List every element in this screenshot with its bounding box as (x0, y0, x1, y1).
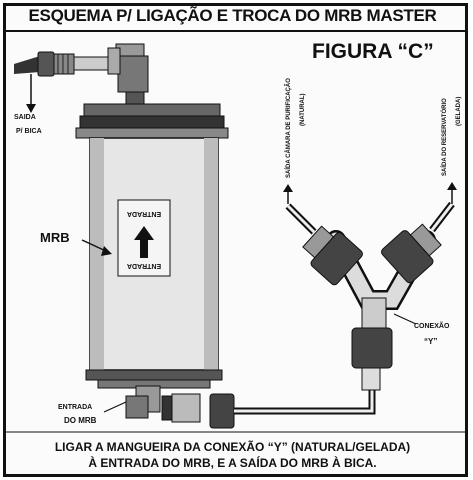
conexao-pointer (393, 313, 417, 325)
canister-arrow-text-bottom: ENTRADA (126, 262, 162, 269)
entrada-label: ENTRADA (58, 404, 93, 411)
bica-label: P/ BICA (16, 128, 42, 135)
inlet-elbow-fitting (125, 385, 235, 429)
y-right-nut (381, 223, 442, 284)
gelada-label: (GELADA) (456, 96, 462, 126)
conexao-label: CONEXÃO (414, 323, 450, 330)
instruction-line-2: À ENTRADA DO MRB, E A SAÍDA DO MRB À BIC… (88, 456, 377, 470)
natural-label: (NATURAL) (300, 93, 306, 126)
outlet-arrow-head (26, 104, 36, 113)
figure-label: FIGURA “C” (312, 40, 434, 63)
saida-camara-label: SAÍDA CÂMARA DE PURIFICAÇÃO (286, 78, 292, 178)
outlet-spout-fitting (14, 51, 111, 77)
saida-reservatorio-label: SAÍDA DO RESERVATÓRIO (442, 98, 448, 176)
filter-top-cap (75, 103, 229, 139)
y-left-nut (302, 225, 363, 286)
connecting-hose (234, 388, 376, 415)
conexao-y-label: “Y” (424, 337, 438, 346)
entrada-pointer (103, 401, 127, 413)
canister-arrow-text-top: ENTRADA (126, 210, 162, 217)
saida-label: SAIDA (14, 114, 36, 121)
diagram-frame (3, 3, 468, 477)
do-mrb-label: DO MRB (64, 416, 97, 425)
instruction-line-1: LIGAR A MANGUEIRA DA CONEXÃO “Y” (NATURA… (54, 440, 411, 454)
diagram-title: ESQUEMA P/ LIGAÇÃO E TROCA DO MRB MASTER (28, 6, 437, 25)
top-elbow-fitting (107, 43, 149, 107)
mrb-label: MRB (40, 230, 70, 245)
filter-bottom-cap (85, 369, 223, 389)
